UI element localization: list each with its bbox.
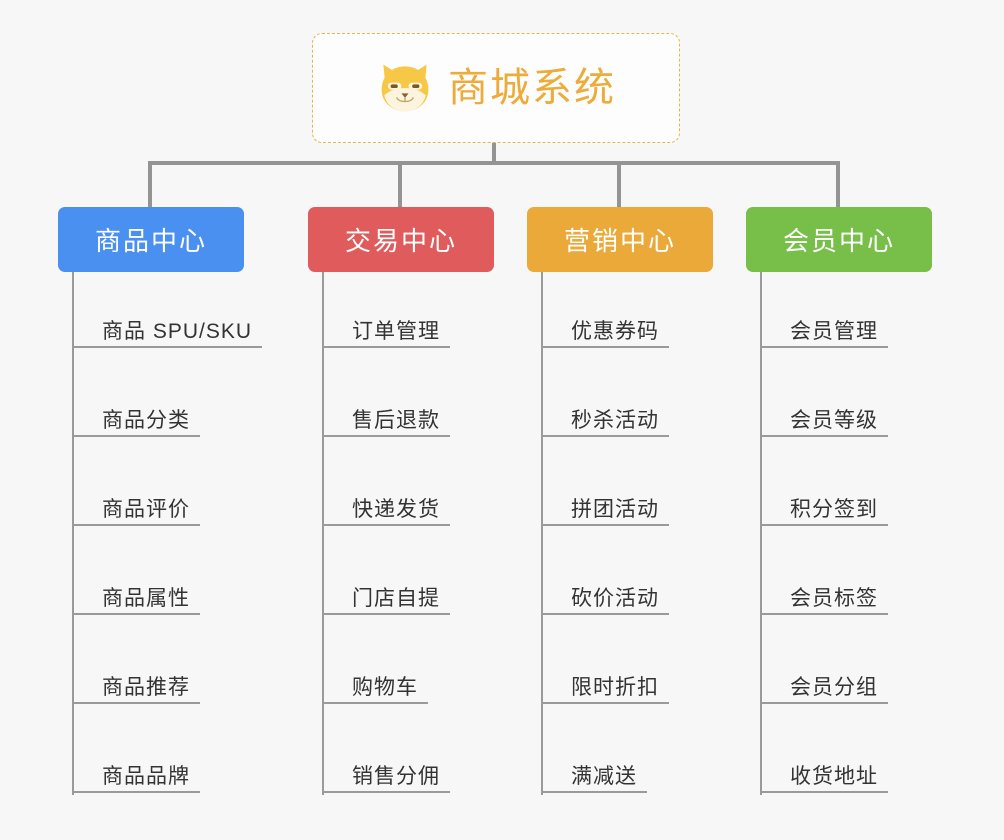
- leaf-node-label: 销售分佣: [352, 765, 440, 788]
- leaf-node-label: 商品评价: [102, 498, 190, 521]
- leaf-node-label: 秒杀活动: [571, 409, 659, 432]
- leaf-node-underline: [541, 791, 647, 793]
- leaf-node-underline: [322, 791, 450, 793]
- connector-horizontal-bar: [148, 161, 840, 165]
- connector-drop-4: [836, 161, 840, 207]
- leaf-node-underline: [760, 613, 888, 615]
- branch-card-3[interactable]: 营销中心: [527, 207, 713, 272]
- leaf-node-label: 门店自提: [352, 587, 440, 610]
- branch-label: 交易中心: [344, 226, 457, 256]
- leaf-node-underline: [760, 702, 888, 704]
- leaf-node-underline: [72, 435, 200, 437]
- leaf-node-underline: [541, 702, 669, 704]
- branch-card-4[interactable]: 会员中心: [746, 207, 932, 272]
- leaf-node-underline: [541, 524, 669, 526]
- root-node-card[interactable]: 商城系统: [312, 33, 680, 143]
- connector-root-stem: [492, 143, 496, 163]
- branch-label: 营销中心: [563, 226, 676, 256]
- branch-spine: [322, 272, 324, 795]
- leaf-node-label: 积分签到: [790, 498, 878, 521]
- leaf-node-underline: [72, 524, 200, 526]
- leaf-node-label: 商品品牌: [102, 765, 190, 788]
- leaf-node-underline: [322, 702, 428, 704]
- leaf-node-underline: [541, 613, 669, 615]
- connector-drop-2: [398, 161, 402, 207]
- leaf-node-label: 满减送: [571, 765, 637, 788]
- leaf-node-underline: [322, 346, 450, 348]
- leaf-node-label: 会员分组: [790, 676, 878, 699]
- leaf-node-underline: [72, 346, 263, 348]
- branch-label: 商品中心: [94, 226, 207, 256]
- leaf-node-label: 购物车: [352, 676, 418, 699]
- leaf-node-underline: [322, 524, 450, 526]
- leaf-node-label: 商品属性: [102, 587, 190, 610]
- leaf-node-underline: [541, 435, 669, 437]
- leaf-node-underline: [72, 791, 200, 793]
- leaf-node-label: 订单管理: [352, 320, 440, 343]
- leaf-node-underline: [72, 702, 200, 704]
- leaf-node-label: 售后退款: [352, 409, 440, 432]
- leaf-node-label: 收货地址: [790, 765, 878, 788]
- connector-drop-3: [617, 161, 621, 207]
- shiba-dog-face-icon: [376, 61, 434, 115]
- leaf-node-label: 会员标签: [790, 587, 878, 610]
- branch-spine: [72, 272, 74, 795]
- leaf-node-label: 拼团活动: [571, 498, 659, 521]
- leaf-node-label: 快递发货: [352, 498, 440, 521]
- leaf-node-underline: [322, 613, 450, 615]
- leaf-node-label: 商品 SPU/SKU: [102, 320, 253, 343]
- leaf-node-label: 限时折扣: [571, 676, 659, 699]
- branch-spine: [760, 272, 762, 795]
- branch-card-1[interactable]: 商品中心: [58, 207, 244, 272]
- leaf-node-label: 会员管理: [790, 320, 878, 343]
- leaf-node-underline: [760, 791, 888, 793]
- leaf-node-label: 优惠券码: [571, 320, 659, 343]
- leaf-node-underline: [72, 613, 200, 615]
- leaf-node-underline: [541, 346, 669, 348]
- leaf-node-label: 会员等级: [790, 409, 878, 432]
- leaf-node-underline: [760, 435, 888, 437]
- branch-card-2[interactable]: 交易中心: [308, 207, 494, 272]
- leaf-node-label: 砍价活动: [571, 587, 659, 610]
- leaf-node-underline: [760, 346, 888, 348]
- branch-spine: [541, 272, 543, 795]
- leaf-node-label: 商品推荐: [102, 676, 190, 699]
- leaf-node-label: 商品分类: [102, 409, 190, 432]
- leaf-node-underline: [760, 524, 888, 526]
- leaf-node-underline: [322, 435, 450, 437]
- branch-label: 会员中心: [782, 226, 895, 256]
- root-title: 商城系统: [448, 66, 616, 110]
- connector-drop-1: [148, 161, 152, 207]
